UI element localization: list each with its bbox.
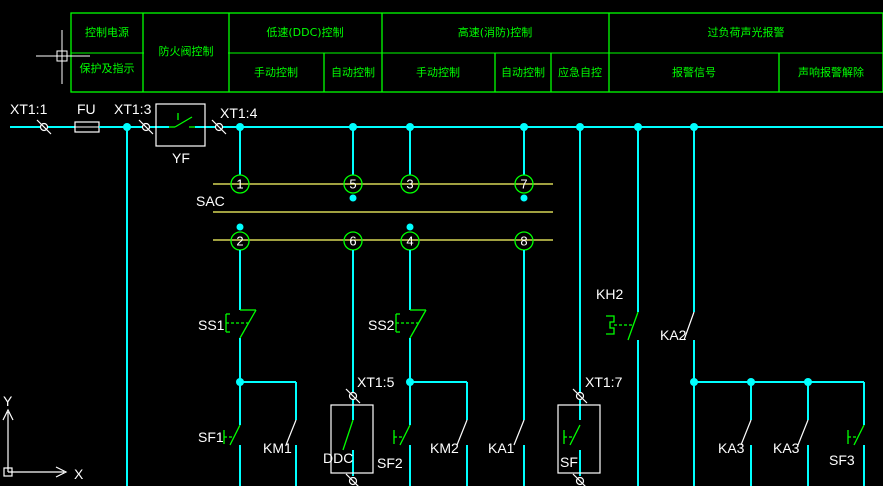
stop-button-ss2-icon — [395, 309, 427, 339]
sac-contact-6: 6 — [343, 231, 363, 251]
contact-km1-icon — [285, 419, 297, 446]
svg-text:6: 6 — [349, 234, 356, 249]
label-xt1-3: XT1:3 — [114, 101, 152, 117]
thermal-relay-kh2-icon — [606, 311, 639, 341]
header-alarm-release: 声响报警解除 — [798, 65, 864, 79]
label-ka3-a: KA3 — [718, 440, 745, 456]
terminal-xt1-7-icon — [572, 388, 588, 404]
header-auto-1: 自动控制 — [331, 65, 375, 79]
column-7-wires — [690, 127, 865, 486]
start-button-sf1-icon — [223, 424, 241, 446]
svg-text:8: 8 — [520, 234, 527, 249]
header-manual-2: 手动控制 — [416, 65, 460, 79]
label-ka3-b: KA3 — [773, 440, 800, 456]
label-sf1: SF1 — [198, 429, 224, 445]
header-power-title: 控制电源 — [85, 25, 129, 39]
label-yf: YF — [172, 150, 190, 166]
ddc-controller-box — [330, 404, 374, 474]
svg-text:5: 5 — [349, 177, 356, 192]
header-auto-2: 自动控制 — [501, 65, 545, 79]
label-sf3: SF3 — [829, 452, 855, 468]
sac-contact-2: 2 — [230, 231, 250, 251]
header-low-speed: 低速(DDC)控制 — [266, 25, 343, 39]
sac-position-dots — [236, 194, 528, 231]
sac-contact-8: 8 — [514, 231, 534, 251]
fire-damper-yf-icon — [155, 103, 206, 147]
label-ka1: KA1 — [488, 440, 515, 456]
stop-button-ss1-icon — [225, 309, 257, 339]
svg-text:7: 7 — [520, 177, 527, 192]
header-power-subtitle: 保护及指示 — [80, 61, 135, 75]
contact-ka1-icon — [513, 419, 525, 446]
label-xt1-5: XT1:5 — [357, 374, 395, 390]
label-ddc: DDC — [323, 450, 353, 466]
terminal-xt1-1-icon — [36, 119, 52, 135]
header-manual-1: 手动控制 — [254, 65, 298, 79]
sac-contact-3: 3 — [400, 174, 420, 194]
terminal-xt1-4-icon — [211, 119, 227, 135]
label-xt1-4: XT1:4 — [220, 105, 258, 121]
sac-contact-4: 4 — [400, 231, 420, 251]
terminal-xt1-5-icon — [345, 388, 361, 404]
start-button-sf2-icon — [393, 424, 411, 446]
sac-contact-1: 1 — [230, 174, 250, 194]
sac-contact-7: 7 — [514, 174, 534, 194]
terminal-xt1-3-icon — [138, 119, 154, 135]
column-3-wires — [406, 250, 468, 486]
label-xt1-1: XT1:1 — [10, 101, 48, 117]
column-1-wires — [236, 250, 297, 486]
ucs-axis-icon — [2, 408, 68, 478]
contact-ka2-icon — [683, 311, 695, 341]
label-xt1-7: XT1:7 — [585, 374, 623, 390]
reset-button-sf3-icon — [847, 424, 865, 446]
label-sac: SAC — [196, 193, 225, 209]
contact-ka3-b-icon — [797, 419, 809, 446]
label-ss1: SS1 — [198, 317, 225, 333]
svg-text:2: 2 — [236, 234, 243, 249]
crosshair-cursor-icon — [36, 30, 90, 84]
main-bus — [10, 121, 883, 133]
contact-ka3-a-icon — [740, 419, 752, 446]
label-fu: FU — [77, 101, 96, 117]
ucs-x-label: X — [74, 466, 84, 482]
header-emergency: 应急自控 — [558, 65, 602, 79]
label-km1: KM1 — [263, 440, 292, 456]
sac-input-wires — [239, 127, 525, 175]
sac-selector-switch — [213, 183, 553, 241]
label-kh2: KH2 — [596, 286, 623, 302]
svg-text:4: 4 — [406, 234, 413, 249]
label-sf2: SF2 — [377, 455, 403, 471]
emergency-sf-box — [557, 404, 601, 474]
header-overload: 过负荷声光报警 — [708, 25, 785, 39]
header-high-speed: 高速(消防)控制 — [458, 25, 533, 39]
header-alarm-signal: 报警信号 — [672, 65, 716, 79]
sac-contact-5: 5 — [343, 174, 363, 194]
label-ss2: SS2 — [368, 317, 395, 333]
label-km2: KM2 — [430, 440, 459, 456]
contact-km2-icon — [456, 419, 468, 446]
label-ka2: KA2 — [660, 327, 687, 343]
label-sf: SF — [560, 454, 578, 470]
ucs-y-label: Y — [3, 393, 13, 409]
svg-text:1: 1 — [236, 177, 243, 192]
svg-text:3: 3 — [406, 177, 413, 192]
header-fire-damper: 防火阀控制 — [159, 44, 214, 58]
